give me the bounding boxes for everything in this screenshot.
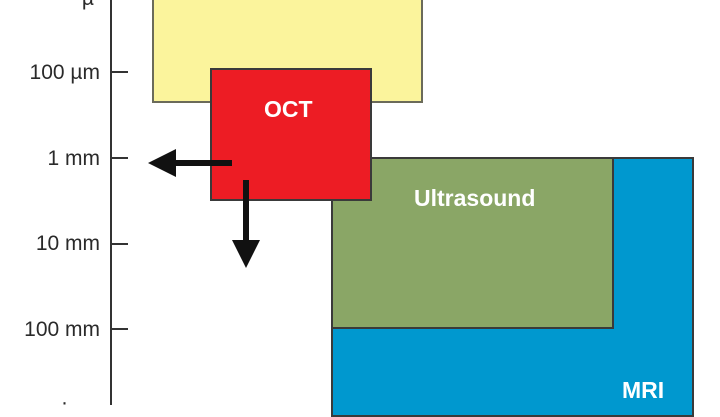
down-arrow-icon <box>232 180 260 268</box>
modality-box-ultrasound <box>331 157 614 329</box>
oct-label: OCT <box>264 96 313 122</box>
y-tick-mark <box>110 157 128 159</box>
arrows-overlay <box>148 149 260 268</box>
modality-box-oct <box>210 68 372 201</box>
y-tick-label-10mm: 10 mm <box>35 232 100 255</box>
y-tick-mark <box>110 71 128 73</box>
y-tick-label-partial-bottom: · <box>61 391 68 414</box>
left-arrow-icon <box>148 149 232 177</box>
y-axis-line <box>110 0 112 405</box>
y-tick-mark <box>110 243 128 245</box>
y-tick-label-100um: 100 µm <box>29 61 100 84</box>
mri-label: MRI <box>622 377 665 403</box>
resolution-depth-diagram: µ · 100 µm 1 mm 10 mm 100 mm MRI Ultraso… <box>24 0 694 417</box>
y-tick-label-partial-top: µ <box>82 0 94 9</box>
ultrasound-label: Ultrasound <box>414 185 536 211</box>
y-tick-label-100mm: 100 mm <box>24 318 100 341</box>
y-tick-mark <box>110 328 128 330</box>
y-tick-label-1mm: 1 mm <box>47 147 101 170</box>
